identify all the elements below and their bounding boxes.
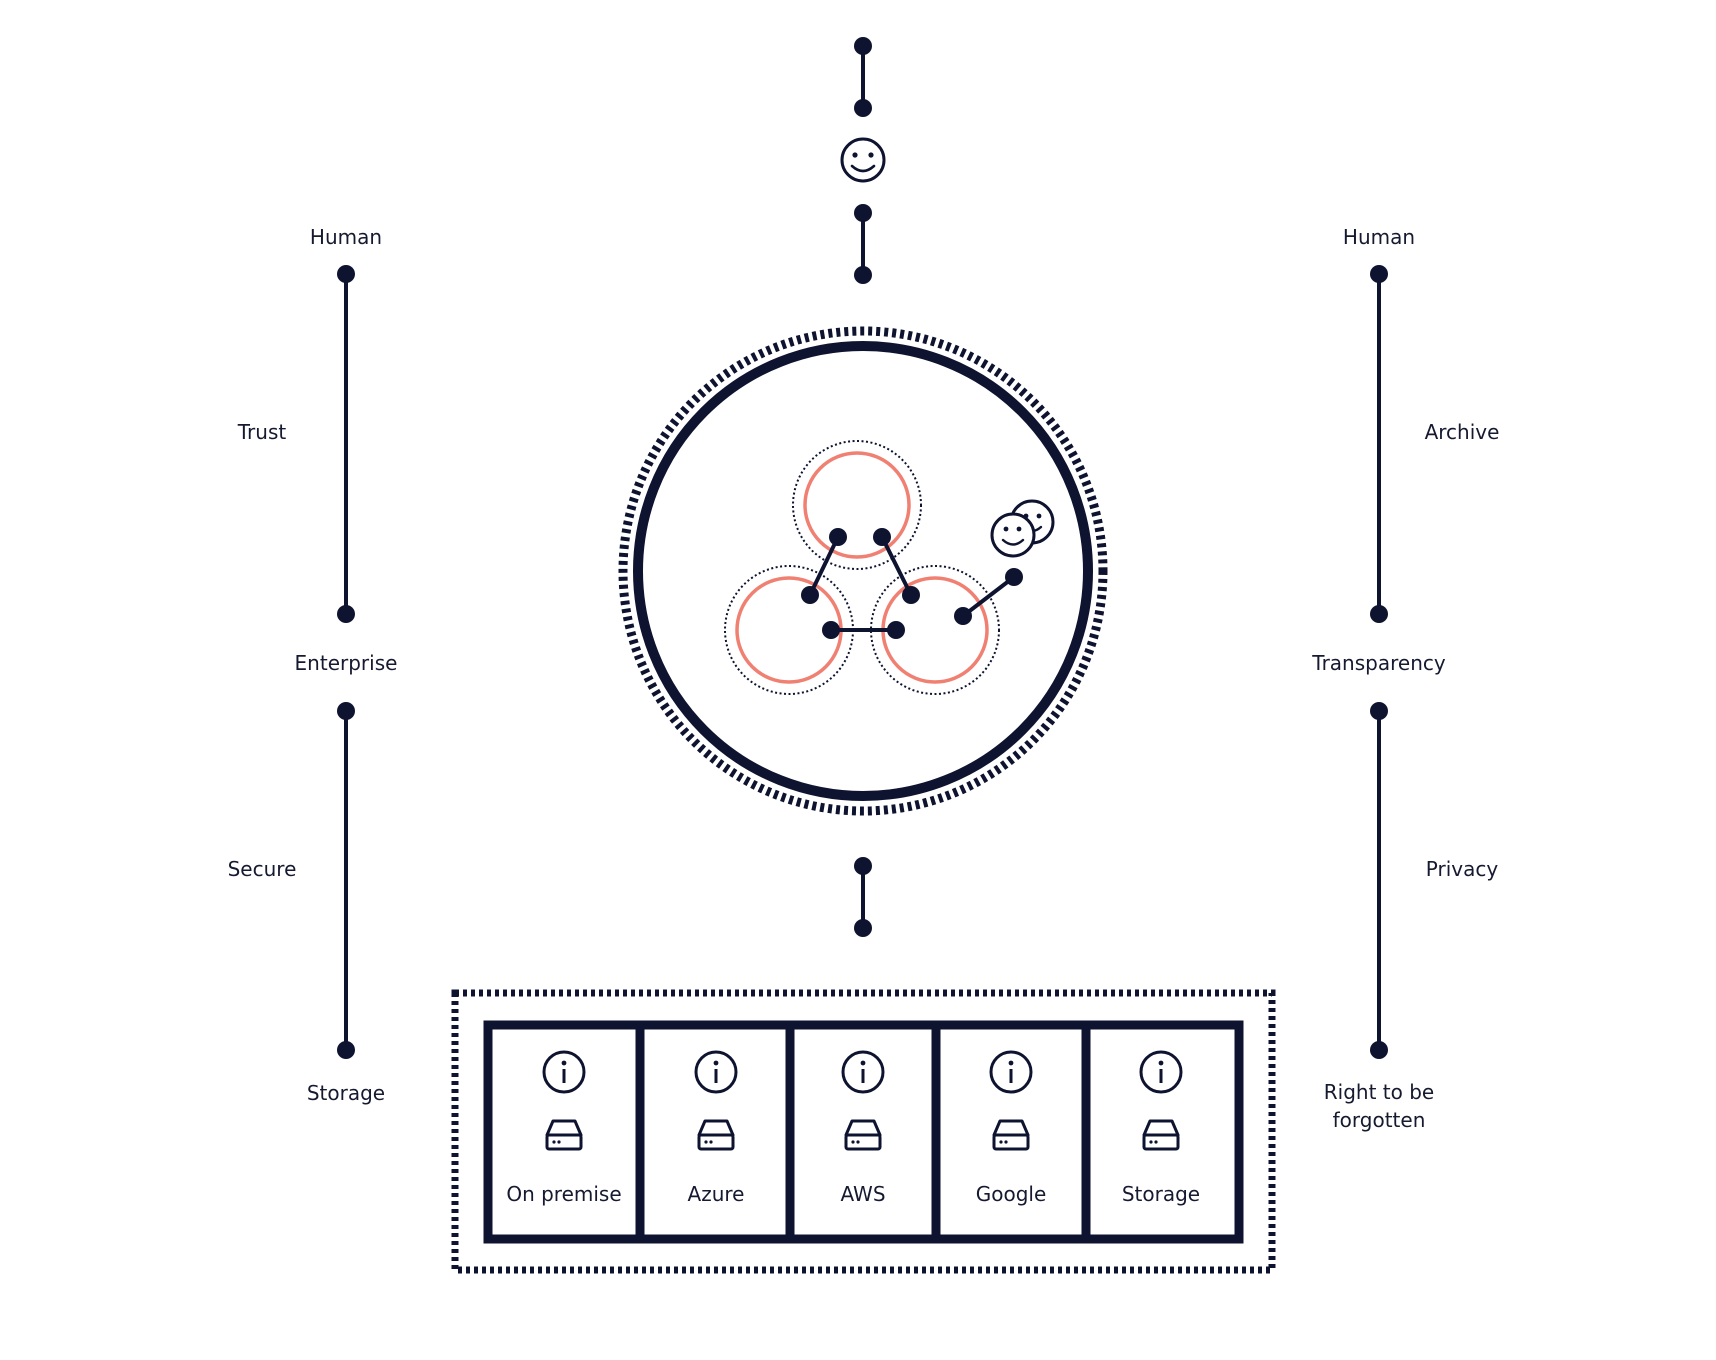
left-axis-lower-line (337, 702, 355, 1059)
hub-circle (618, 326, 1108, 816)
node-connectors (808, 536, 1016, 632)
right-axis-upper-side-label: Archive (1425, 420, 1500, 444)
storage-card-label: AWS (840, 1182, 885, 1206)
right-axis-upper-line (1370, 265, 1388, 623)
storage-card-storage[interactable]: Storage (1122, 1050, 1200, 1206)
right-axis-middle-label: Transparency (1311, 651, 1446, 675)
bottom-connector (854, 857, 872, 937)
storage-card-google[interactable]: Google (976, 1050, 1047, 1206)
left-axis-middle-label: Enterprise (295, 651, 398, 675)
node-top (792, 440, 922, 570)
info-icon (542, 1050, 586, 1094)
hard-drive-icon (992, 1119, 1030, 1151)
right-axis-lower-side-label: Privacy (1426, 857, 1499, 881)
hard-drive-icon (844, 1119, 882, 1151)
storage-card-label: Google (976, 1182, 1047, 1206)
storage-card-label: Azure (688, 1182, 745, 1206)
storage-card-aws[interactable]: AWS (840, 1050, 886, 1206)
info-icon (1139, 1050, 1183, 1094)
right-axis-lower-line (1370, 702, 1388, 1059)
storage-card-label: Storage (1122, 1182, 1200, 1206)
right-axis-bottom-label-line1: Right to be (1324, 1080, 1434, 1104)
info-icon (989, 1050, 1033, 1094)
left-axis-top-label: Human (310, 225, 382, 249)
right-axis-bottom-label-line2: forgotten (1333, 1108, 1426, 1132)
hard-drive-icon (545, 1119, 583, 1151)
top-connector-upper (854, 37, 872, 117)
storage-card-label: On premise (506, 1182, 621, 1206)
left-axis-upper-line (337, 265, 355, 623)
left-axis-bottom-label: Storage (307, 1081, 385, 1105)
smiley-icon (840, 137, 886, 183)
info-icon (694, 1050, 738, 1094)
storage-card-on-premise[interactable]: On premise (506, 1050, 622, 1206)
storage-card-azure[interactable]: Azure (688, 1050, 745, 1206)
left-axis-lower-side-label: Secure (228, 857, 297, 881)
top-connector-lower (854, 204, 872, 284)
hard-drive-icon (697, 1119, 735, 1151)
double-smiley-icon (990, 499, 1055, 558)
info-icon (841, 1050, 885, 1094)
left-axis-upper-side-label: Trust (237, 420, 287, 444)
right-axis-top-label: Human (1343, 225, 1415, 249)
storage-container (451, 989, 1276, 1274)
hard-drive-icon (1142, 1119, 1180, 1151)
node-connector-dots (801, 528, 1023, 639)
